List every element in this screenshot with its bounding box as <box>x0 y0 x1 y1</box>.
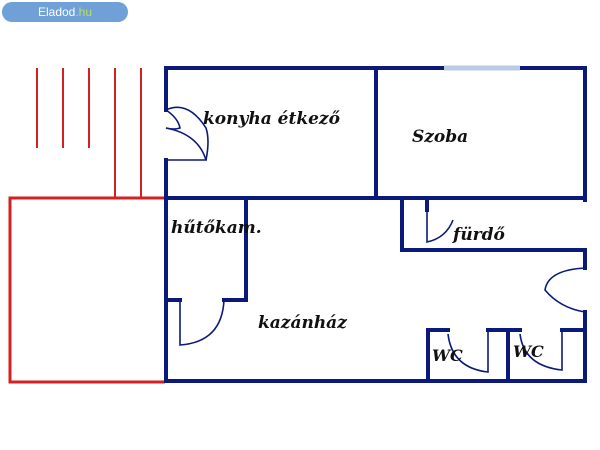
fridge-door <box>179 299 225 346</box>
room-label-boiler: kazánház <box>258 313 347 333</box>
room-label-wc1: WC <box>432 346 463 365</box>
wc1-door <box>447 330 489 373</box>
room-label-bathroom: fürdő <box>452 225 506 245</box>
terrace-outline <box>8 196 165 384</box>
eladod-logo-badge[interactable]: Eladod.hu <box>2 2 128 22</box>
outer-wall-top <box>164 66 587 202</box>
room-label-room: Szoba <box>412 127 468 147</box>
logo-tld-text: .hu <box>75 5 93 19</box>
room-label-kitchen: konyha étkező <box>203 109 341 129</box>
entry-door-arc <box>165 106 209 161</box>
logo-brand-text: Eladod <box>37 5 76 19</box>
right-door <box>544 267 586 313</box>
room-label-wc2: WC <box>513 342 544 361</box>
terrace <box>8 68 165 384</box>
room-label-fridge: hűtőkam. <box>171 218 262 238</box>
entry-door-lower <box>165 127 208 161</box>
entry-door-upper <box>165 109 181 130</box>
wc2-door <box>519 330 563 371</box>
walls <box>164 66 587 383</box>
bathroom-door <box>426 210 454 243</box>
doors <box>165 106 586 373</box>
